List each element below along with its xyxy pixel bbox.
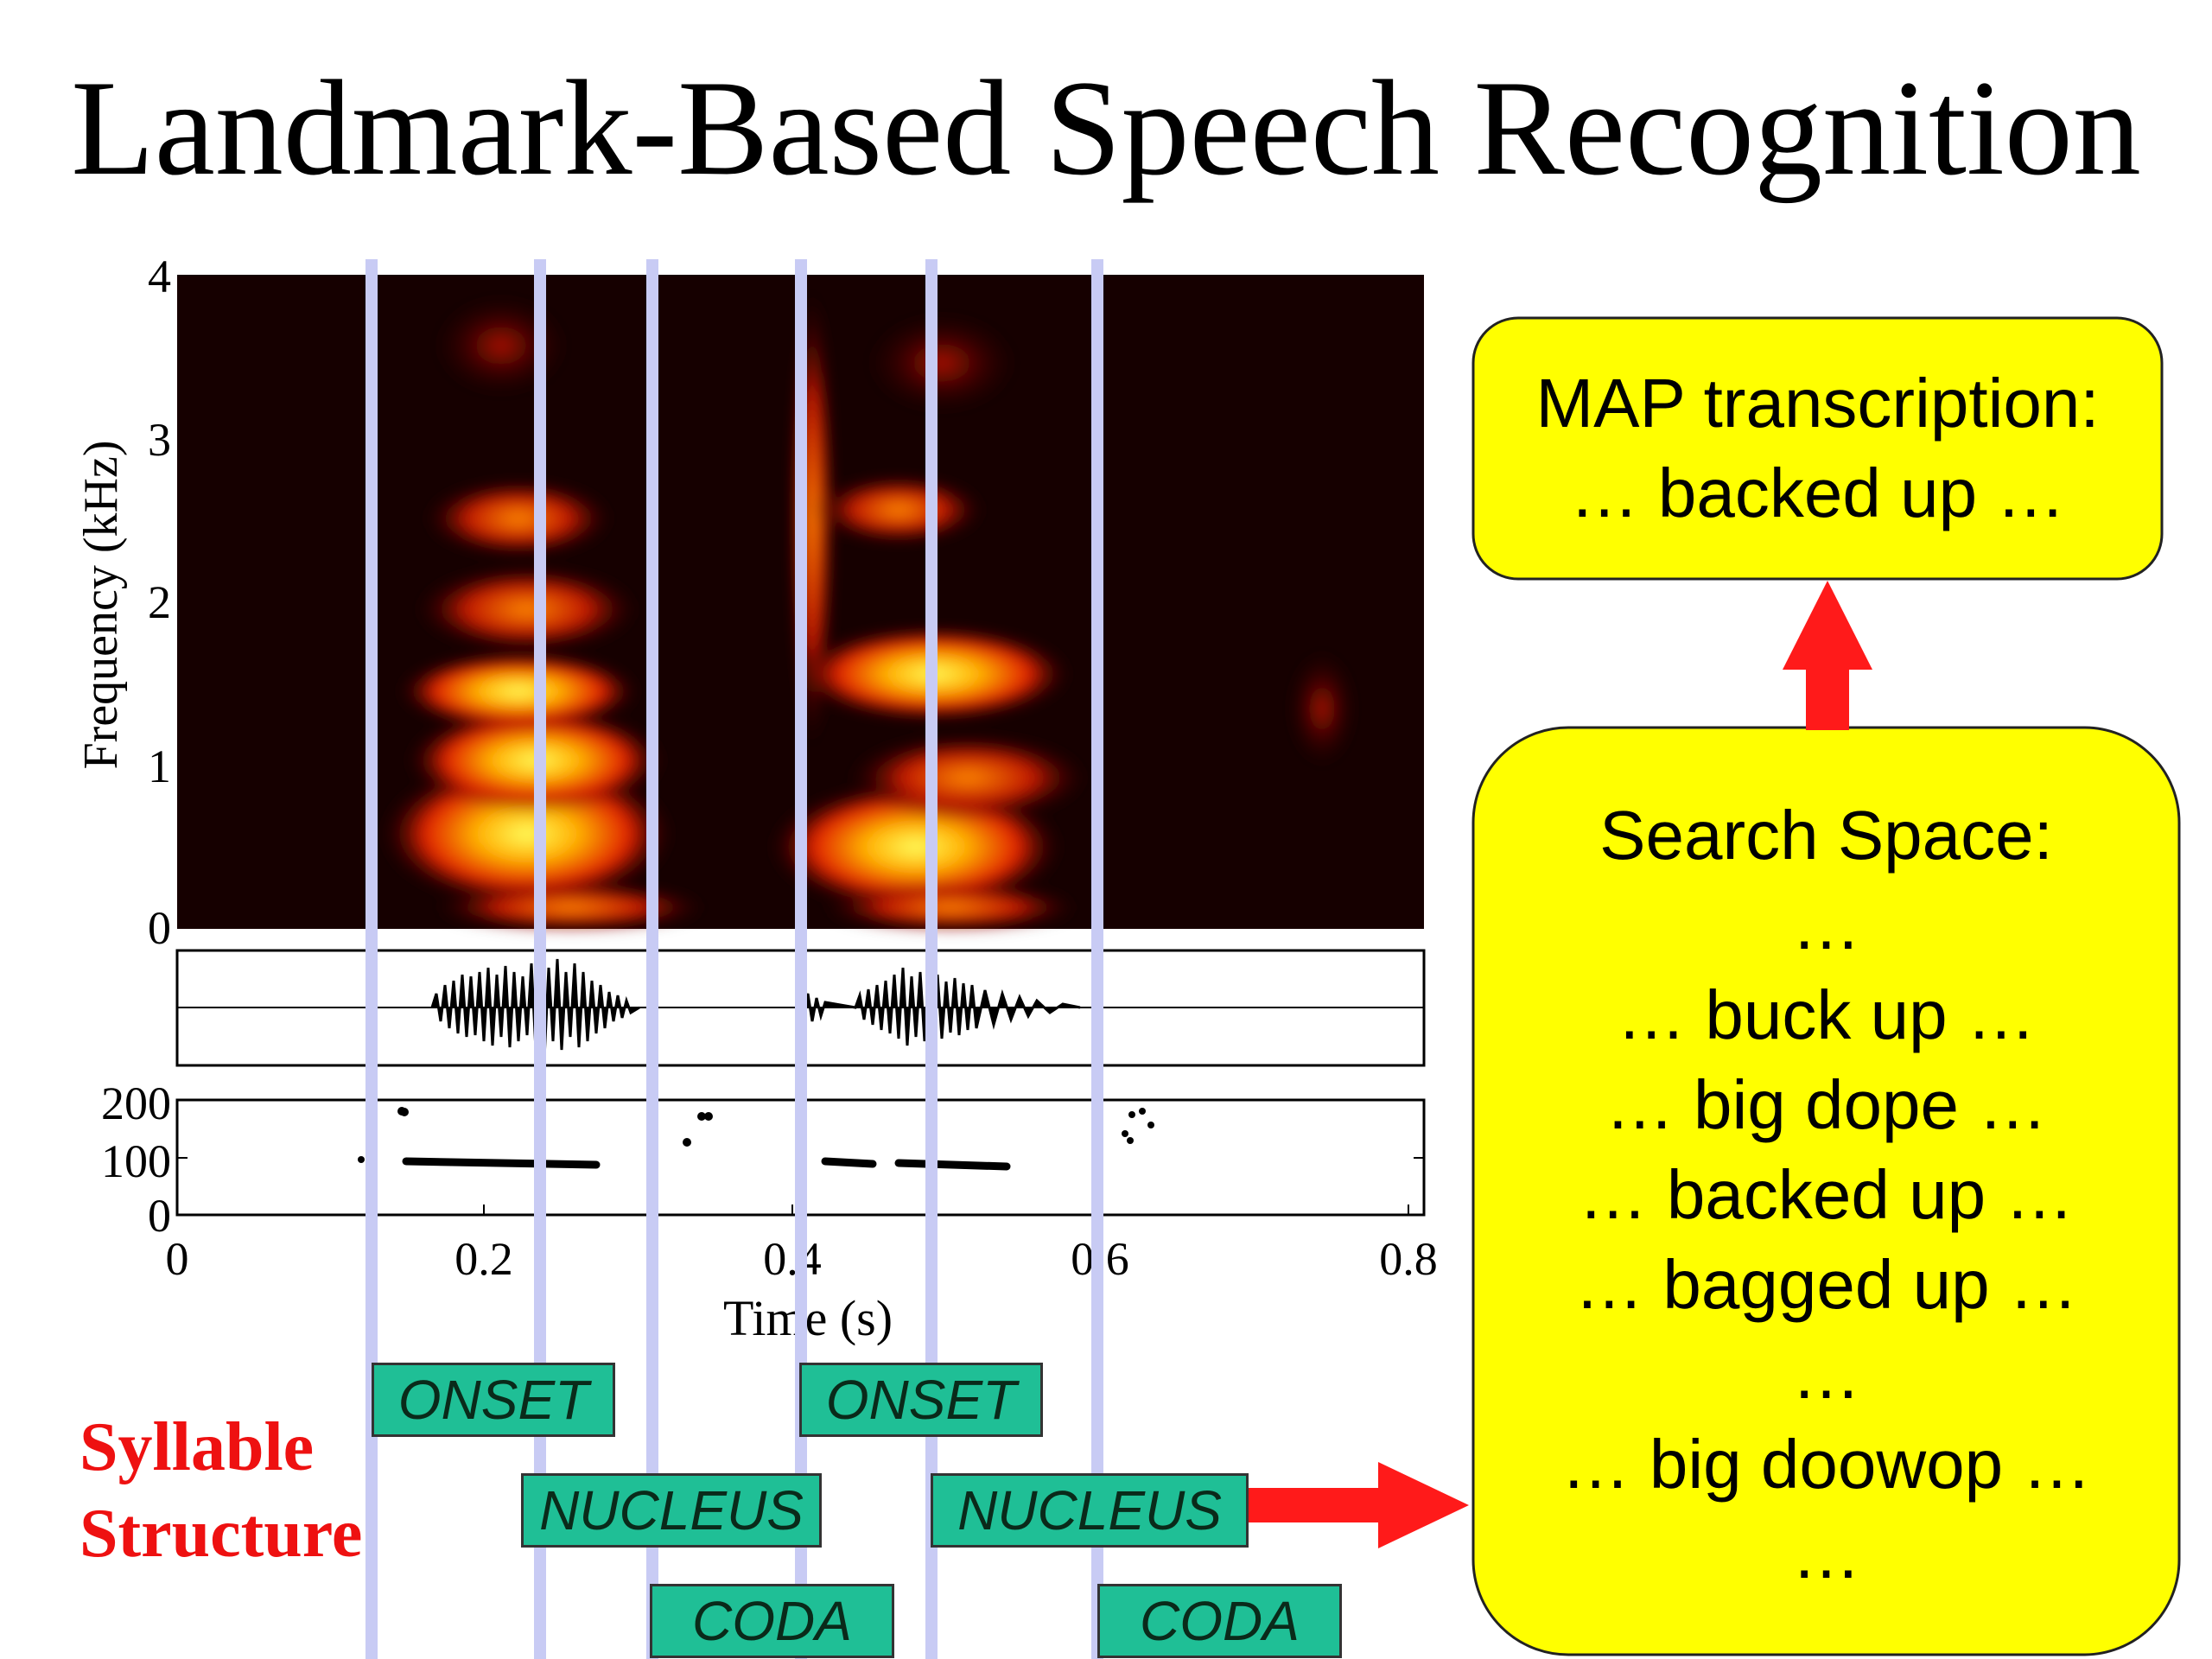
search-space-item: … bagged up … [1574,1246,2078,1323]
map-transcription-heading: MAP transcription: [1535,365,2100,442]
map-transcription-value: … backed up … [1569,454,2066,531]
arrow-up [1783,581,1872,730]
search-space-item: … [1791,887,1861,963]
search-space-item: … [1791,1336,1861,1413]
syllable-structure-line-1: Syllable [79,1409,315,1485]
search-space-item: … backed up … [1578,1156,2075,1233]
x-axis-label: Time (s) [723,1290,893,1346]
syllable-structure-line-2: Structure [79,1496,363,1572]
onset-label-1: ONSET [372,1363,615,1437]
spec-ytick-1: 1 [148,741,171,792]
spec-ytick-4: 4 [148,251,171,302]
search-space-item: … big doowop … [1560,1426,2092,1503]
nucleus-label-1: NUCLEUS [521,1473,822,1548]
pitch-track: 200 100 0 0 0.2 0.4 0.6 0.8 Time (s) [101,1077,1438,1346]
pitch-ytick-200: 200 [101,1077,171,1129]
coda-label-2: CODA [1097,1584,1342,1658]
spec-ytick-3: 3 [148,414,171,466]
spectrogram: 0 1 2 3 4 Frequency (kHz) [74,251,1424,954]
arrow-right [1244,1462,1469,1548]
map-transcription-box [1471,316,2164,581]
xtick-0.4: 0.4 [763,1233,822,1285]
search-space-item: … big dope … [1605,1066,2048,1143]
search-space-heading: Search Space: [1599,797,2053,874]
spec-ytick-2: 2 [148,576,171,628]
pitch-ytick-0: 0 [148,1190,171,1242]
slide-title: Landmark-Based Speech Recognition [71,53,2141,204]
search-space-text: Search Space: … … buck up … … big dope …… [1473,791,2179,1599]
map-transcription-text: MAP transcription: … backed up … [1473,359,2162,538]
xtick-0: 0 [166,1233,189,1285]
search-space-item: … buck up … [1617,976,2036,1053]
search-space-item: … [1791,1516,1861,1592]
nucleus-label-2: NUCLEUS [931,1473,1249,1548]
onset-label-2: ONSET [799,1363,1043,1437]
pitch-ytick-100: 100 [101,1135,171,1187]
y-axis-label: Frequency (kHz) [74,441,128,770]
xtick-0.8: 0.8 [1379,1233,1438,1285]
coda-label-1: CODA [650,1584,894,1658]
syllable-structure-label: Syllable Structure [79,1404,362,1577]
xtick-0.2: 0.2 [454,1233,513,1285]
spec-ytick-0: 0 [148,902,171,954]
